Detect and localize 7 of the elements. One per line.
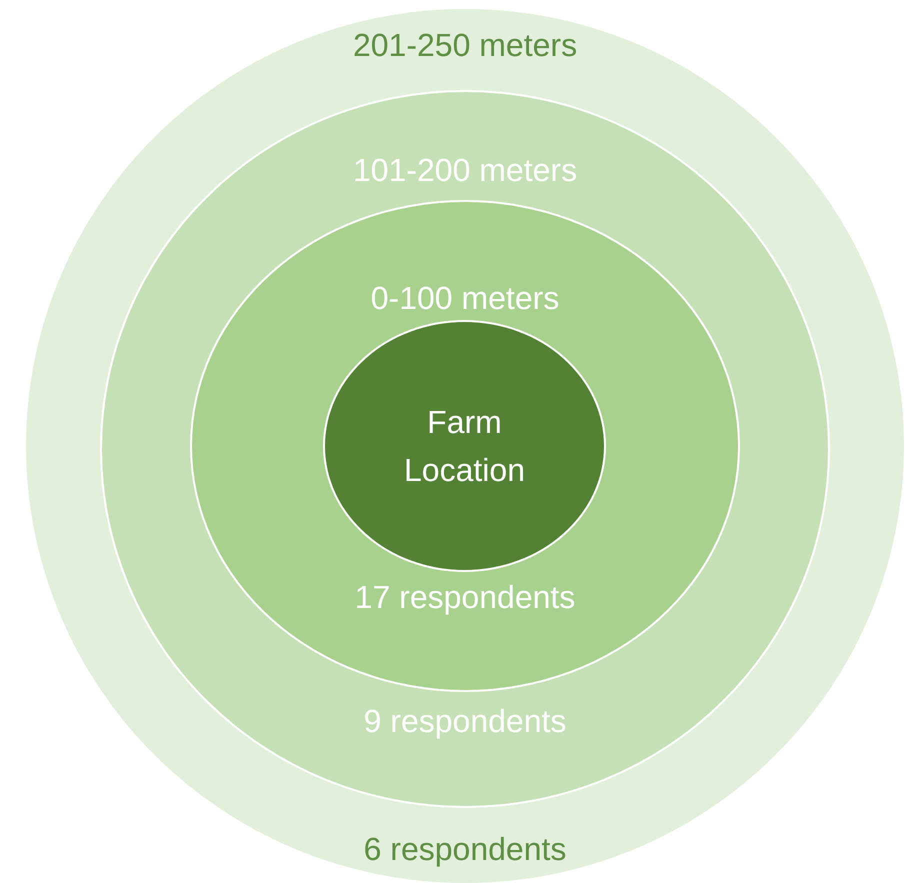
distance-label: 0-100 meters	[370, 279, 560, 318]
distance-label: 201-250 meters	[352, 26, 578, 65]
distance-label: 101-200 meters	[352, 151, 578, 190]
respondent-count: 17 respondents	[354, 578, 576, 617]
respondent-count: 6 respondents	[364, 830, 566, 869]
center-label: Farm Location	[403, 403, 526, 490]
respondent-count: 9 respondents	[364, 702, 566, 741]
